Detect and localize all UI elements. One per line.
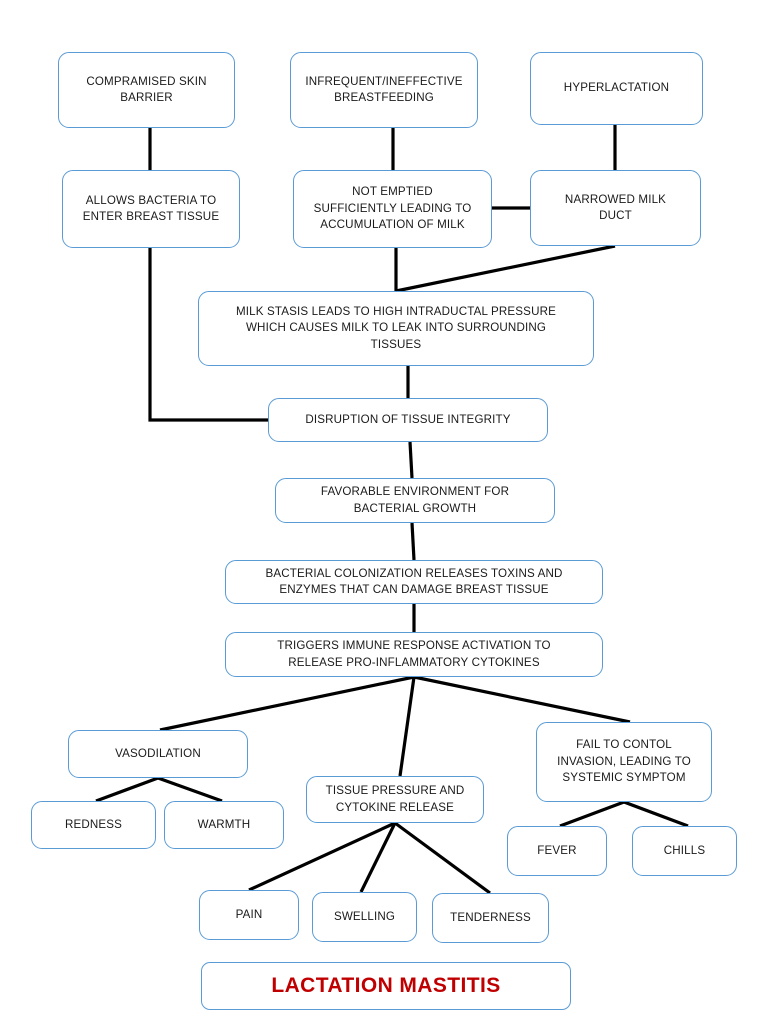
node-lactation-mastitis[interactable]: LACTATION MASTITIS	[201, 962, 571, 1010]
node-label-vasodilation: VASODILATION	[115, 746, 201, 760]
node-favorable-environment-bacterial-growth[interactable]: FAVORABLE ENVIRONMENT FOR BACTERIAL GROW…	[275, 478, 555, 523]
node-label-narrowed-milk-duct: NARROWED MILK DUCT	[564, 192, 667, 222]
connector-tissue-pressure-to-tenderness	[394, 821, 491, 895]
node-label-pain: PAIN	[235, 907, 263, 921]
node-vasodilation[interactable]: VASODILATION	[68, 730, 248, 778]
node-disruption-of-tissue-integrity[interactable]: DISRUPTION OF TISSUE INTEGRITY	[268, 398, 548, 442]
connector-fail-to-control-to-chills	[623, 800, 689, 828]
node-label-tenderness: TENDERNESS	[450, 910, 531, 924]
node-label-disruption-of-tissue-integrity: DISRUPTION OF TISSUE INTEGRITY	[305, 412, 511, 426]
connector-narrowed-duct-to-milk-stasis	[395, 244, 616, 293]
node-infrequent-ineffective-breastfeeding[interactable]: INFREQUENT/INEFFECTIVE BREASTFEEDING	[290, 52, 478, 128]
node-allows-bacteria-to-enter-breast-tissue[interactable]: ALLOWS BACTERIA TO ENTER BREAST TISSUE	[62, 170, 240, 248]
connector-vasodilation-to-redness	[95, 776, 159, 803]
connector-triggers-to-vasodilation	[159, 675, 415, 732]
node-swelling[interactable]: SWELLING	[312, 892, 417, 942]
node-label-allows-bacteria-to-enter-breast-tissue: ALLOWS BACTERIA TO ENTER BREAST TISSUE	[82, 193, 220, 223]
connector-fail-to-control-to-fever	[559, 800, 625, 828]
node-compramised-skin-barrier[interactable]: COMPRAMISED SKIN BARRIER	[58, 52, 235, 128]
node-narrowed-milk-duct[interactable]: NARROWED MILK DUCT	[530, 170, 701, 246]
node-not-emptied-sufficiently[interactable]: NOT EMPTIED SUFFICIENTLY LEADING TO ACCU…	[293, 170, 492, 248]
node-label-swelling: SWELLING	[333, 909, 396, 923]
connector-tissue-pressure-to-swelling	[359, 822, 397, 893]
node-tissue-pressure-cytokine-release[interactable]: TISSUE PRESSURE AND CYTOKINE RELEASE	[306, 776, 484, 823]
node-label-infrequent-ineffective-breastfeeding: INFREQUENT/INEFFECTIVE BREASTFEEDING	[305, 74, 463, 104]
node-milk-stasis-high-pressure[interactable]: MILK STASIS LEADS TO HIGH INTRADUCTAL PR…	[198, 291, 594, 366]
node-fail-to-control-invasion[interactable]: FAIL TO CONTOL INVASION, LEADING TO SYST…	[536, 722, 712, 802]
node-label-milk-stasis-high-pressure: MILK STASIS LEADS TO HIGH INTRADUCTAL PR…	[236, 304, 556, 351]
node-label-compramised-skin-barrier: COMPRAMISED SKIN BARRIER	[86, 74, 207, 104]
node-warmth[interactable]: WARMTH	[164, 801, 284, 849]
node-label-not-emptied-sufficiently: NOT EMPTIED SUFFICIENTLY LEADING TO ACCU…	[313, 185, 472, 232]
node-chills[interactable]: CHILLS	[632, 826, 737, 876]
node-label-chills: CHILLS	[663, 843, 706, 857]
node-label-warmth: WARMTH	[197, 817, 251, 831]
node-redness[interactable]: REDNESS	[31, 801, 156, 849]
node-label-redness: REDNESS	[64, 817, 123, 831]
connector-triggers-to-fail-to-control	[413, 675, 631, 724]
connector-favorable-to-colonization	[410, 522, 416, 561]
connector-triggers-to-tissue-pressure	[398, 676, 416, 777]
node-label-bacterial-colonization-toxins: BACTERIAL COLONIZATION RELEASES TOXINS A…	[265, 566, 563, 596]
node-pain[interactable]: PAIN	[199, 890, 299, 940]
node-label-fever: FEVER	[537, 843, 577, 857]
node-label-hyperlactation: HYPERLACTATION	[563, 81, 670, 95]
node-label-fail-to-control-invasion: FAIL TO CONTOL INVASION, LEADING TO SYST…	[557, 738, 691, 785]
node-label-favorable-environment-bacterial-growth: FAVORABLE ENVIRONMENT FOR BACTERIAL GROW…	[320, 485, 510, 515]
node-label-triggers-immune-response: TRIGGERS IMMUNE RESPONSE ACTIVATION TO R…	[277, 639, 551, 669]
connector-vasodilation-to-warmth	[157, 776, 223, 803]
node-hyperlactation[interactable]: HYPERLACTATION	[530, 52, 703, 125]
node-fever[interactable]: FEVER	[507, 826, 607, 876]
node-label-lactation-mastitis: LACTATION MASTITIS	[271, 974, 501, 998]
node-tenderness[interactable]: TENDERNESS	[432, 893, 549, 943]
node-bacterial-colonization-toxins[interactable]: BACTERIAL COLONIZATION RELEASES TOXINS A…	[225, 560, 603, 604]
node-label-tissue-pressure-cytokine-release: TISSUE PRESSURE AND CYTOKINE RELEASE	[325, 784, 465, 814]
connector-disruption-to-favorable	[408, 441, 414, 479]
node-triggers-immune-response[interactable]: TRIGGERS IMMUNE RESPONSE ACTIVATION TO R…	[225, 632, 603, 677]
